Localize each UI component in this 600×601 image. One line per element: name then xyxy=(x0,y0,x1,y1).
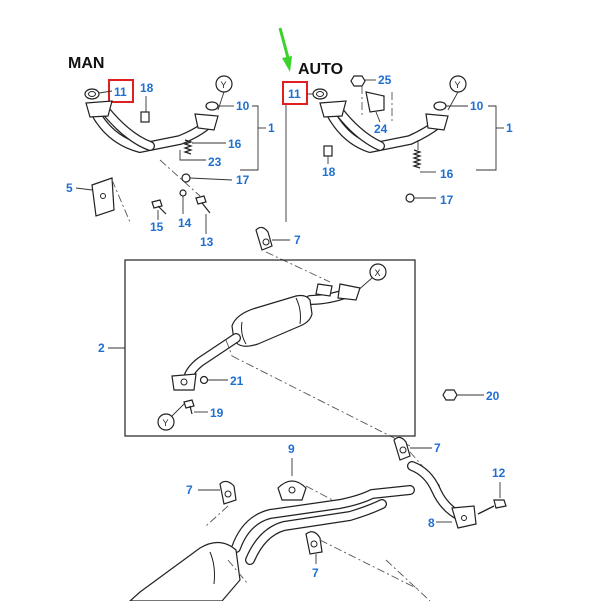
auto-nut-18 xyxy=(323,145,333,157)
manual-ref-y: Y xyxy=(221,80,227,90)
auto-gasket-ring xyxy=(312,88,328,100)
auto-front-flange xyxy=(319,100,347,118)
callout-2[interactable]: 2 xyxy=(98,341,105,355)
nut-20-group: 20 xyxy=(442,389,500,403)
manual-part-11-highlight-box xyxy=(108,79,134,103)
automatic-heading: AUTO xyxy=(298,61,343,78)
manual-callout-17[interactable]: 17 xyxy=(236,173,250,187)
callout-21[interactable]: 21 xyxy=(230,374,244,388)
nut-20 xyxy=(442,389,458,401)
catalyst-assembly-group: 2 X 21 19 Y xyxy=(98,259,416,437)
manual-gasket-ring xyxy=(84,88,100,100)
auto-callout-1[interactable]: 1 xyxy=(506,121,513,135)
ref-x: X xyxy=(375,268,381,278)
catalyst-ref-y-circle xyxy=(157,413,175,431)
manual-callout-16[interactable]: 16 xyxy=(228,137,242,151)
centerline-1 xyxy=(265,251,331,283)
centerline-2 xyxy=(231,355,411,447)
ref-x-circle xyxy=(369,263,387,281)
callout-8[interactable]: 8 xyxy=(428,516,435,530)
manual-nut-17 xyxy=(181,173,191,183)
manual-callout-14[interactable]: 14 xyxy=(178,216,192,230)
callout-9[interactable]: 9 xyxy=(288,442,295,456)
manual-rear-flange xyxy=(194,113,219,131)
manual-callout-1[interactable]: 1 xyxy=(268,121,275,135)
manual-nut-18 xyxy=(140,111,150,123)
callout-20[interactable]: 20 xyxy=(486,389,500,403)
callout-7-right[interactable]: 7 xyxy=(434,441,441,455)
auto-callout-16[interactable]: 16 xyxy=(440,167,454,181)
auto-callout-10[interactable]: 10 xyxy=(470,99,484,113)
hanger-7-bottom xyxy=(305,531,323,555)
auto-bracket-24 xyxy=(365,91,385,113)
manual-callout-11[interactable]: 11 xyxy=(114,85,127,99)
catalyst-outlet-flange xyxy=(171,373,197,391)
bolt-12 xyxy=(493,499,507,509)
manual-bolt-13 xyxy=(195,195,211,214)
hanger-9 xyxy=(277,480,307,501)
auto-nut-25 xyxy=(350,75,366,87)
callout-19[interactable]: 19 xyxy=(210,406,224,420)
automatic-front-pipe-group: AUTO 11 25 24 Y 10 1 xyxy=(282,61,513,207)
manual-heading: MAN xyxy=(68,55,104,72)
auto-part-11-highlight-box xyxy=(282,81,308,105)
manual-callout-5[interactable]: 5 xyxy=(66,181,73,195)
auto-ref-y: Y xyxy=(455,80,461,90)
callout-7-left[interactable]: 7 xyxy=(186,483,193,497)
catalytic-converter-body xyxy=(231,294,313,347)
manual-callout-10[interactable]: 10 xyxy=(236,99,250,113)
rear-pipe-group: 8 12 9 7 7 xyxy=(129,442,507,601)
manual-callout-18[interactable]: 18 xyxy=(140,81,154,95)
auto-callout-25[interactable]: 25 xyxy=(378,73,392,87)
auto-callout-18[interactable]: 18 xyxy=(322,165,336,179)
catalyst-frame-box xyxy=(124,259,416,437)
manual-spring-16 xyxy=(183,139,193,155)
callout-7-top[interactable]: 7 xyxy=(294,233,301,247)
auto-callout-24[interactable]: 24 xyxy=(374,122,388,136)
manual-callout-15[interactable]: 15 xyxy=(150,220,164,234)
rear-muffler xyxy=(129,541,241,601)
green-pointer-arrow xyxy=(278,27,292,72)
bracket-8 xyxy=(451,505,477,529)
auto-spring-16 xyxy=(412,149,422,169)
manual-callout-13[interactable]: 13 xyxy=(200,235,214,249)
callout-7-bottom[interactable]: 7 xyxy=(312,566,319,580)
hanger-7-top: 7 xyxy=(255,226,301,251)
auto-callout-17[interactable]: 17 xyxy=(440,193,454,207)
auto-rear-flange xyxy=(425,113,449,131)
hanger-7-left xyxy=(219,480,237,505)
catalyst-inlet-flange xyxy=(337,283,361,301)
manual-front-flange xyxy=(85,100,113,118)
auto-callout-11[interactable]: 11 xyxy=(288,87,301,101)
auto-nut-17 xyxy=(405,193,415,203)
callout-12[interactable]: 12 xyxy=(492,466,506,480)
bolt-19 xyxy=(183,399,195,415)
manual-callout-23[interactable]: 23 xyxy=(208,155,222,169)
hanger-7-right: 7 xyxy=(393,436,441,461)
catalyst-ref-y: Y xyxy=(163,418,169,428)
manual-bracket-5 xyxy=(91,177,115,217)
manual-front-pipe-group: MAN 11 18 Y 10 1 16 xyxy=(66,55,275,249)
manual-bolt-15 xyxy=(151,199,167,215)
